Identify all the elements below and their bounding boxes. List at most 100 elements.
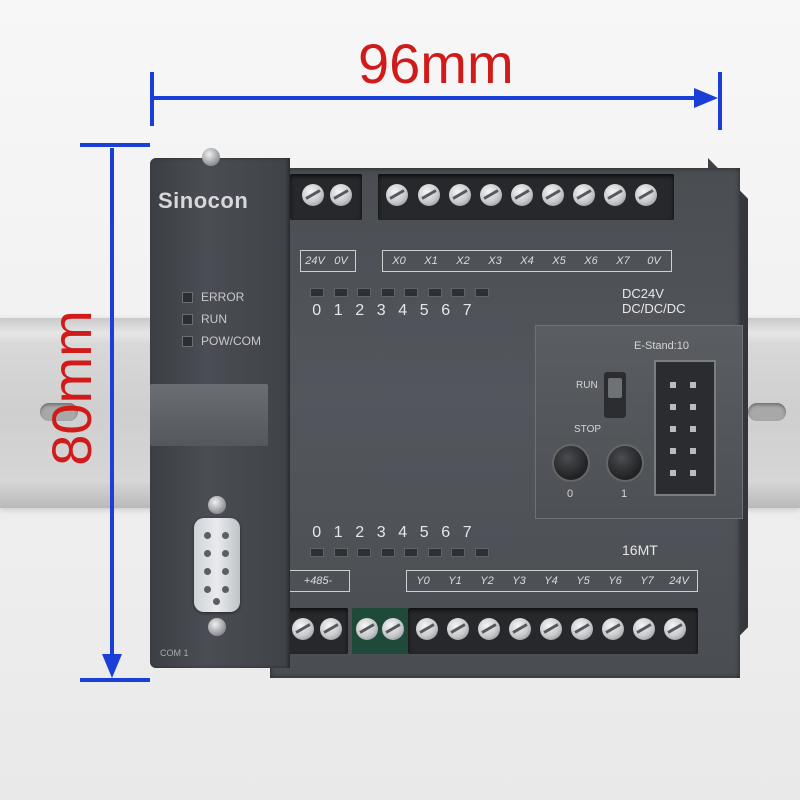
brand-logo: Sinocon xyxy=(158,188,249,213)
input-number: 4 xyxy=(398,302,408,319)
db9-pin xyxy=(222,568,229,575)
output-label-strip: Y0 Y1 Y2 Y3 Y4 Y5 Y6 Y7 24V xyxy=(406,570,698,592)
output-led xyxy=(474,548,489,557)
terminal-screw xyxy=(604,184,626,206)
run-stop-switch[interactable] xyxy=(604,372,626,418)
comm-terminal-block xyxy=(286,608,348,654)
terminal-screw xyxy=(292,618,314,640)
output-number: 3 xyxy=(376,524,386,541)
db9-shell xyxy=(194,518,240,612)
power-terminal-block xyxy=(290,174,362,220)
db9-port[interactable] xyxy=(190,496,246,638)
terminal-screw xyxy=(602,618,624,640)
output-number: 5 xyxy=(419,524,429,541)
connector-pin xyxy=(670,448,676,454)
width-label: 96mm xyxy=(358,32,514,95)
green-terminal-block xyxy=(352,608,408,654)
db9-pin xyxy=(222,550,229,557)
output-number: 0 xyxy=(312,524,322,541)
power-label: POW/COM xyxy=(201,334,261,348)
terminal-screw xyxy=(511,184,533,206)
label-y4: Y4 xyxy=(544,575,558,587)
input-led xyxy=(474,288,489,297)
input-number: 3 xyxy=(376,302,386,319)
output-led xyxy=(310,548,324,557)
output-led xyxy=(451,548,465,557)
spec-text: DC24V DC/DC/DC xyxy=(622,286,686,316)
terminal-screw xyxy=(386,184,408,206)
expansion-connector[interactable] xyxy=(654,360,716,496)
port-screw xyxy=(208,618,226,636)
run-label: RUN xyxy=(576,380,598,391)
label-x0: X0 xyxy=(392,255,406,267)
mounting-screw xyxy=(202,148,220,166)
connector-pin xyxy=(670,470,676,476)
left-module: Sinocon ERROR RUN POW/COM xyxy=(150,148,290,668)
db9-pin xyxy=(204,568,211,575)
terminal-screw xyxy=(635,184,657,206)
potentiometer-0[interactable] xyxy=(552,444,590,482)
connector-pin xyxy=(690,470,696,476)
stop-label: STOP xyxy=(574,424,602,435)
potentiometer-1[interactable] xyxy=(606,444,644,482)
label-x2: X2 xyxy=(456,255,470,267)
error-label: ERROR xyxy=(201,290,245,304)
label-x7: X7 xyxy=(616,255,630,267)
pot-label-0: 0 xyxy=(567,488,574,500)
input-number: 1 xyxy=(333,302,343,319)
label-y7: Y7 xyxy=(640,575,654,587)
height-arrowhead xyxy=(102,654,122,678)
terminal-screw xyxy=(633,618,655,640)
label-y6: Y6 xyxy=(608,575,622,587)
input-label-strip: X0 X1 X2 X3 X4 X5 X6 X7 0V xyxy=(382,250,672,272)
terminal-screw xyxy=(382,618,404,640)
terminal-screw xyxy=(480,184,502,206)
switch-knob xyxy=(608,378,622,398)
comm-label-strip: +485- xyxy=(286,570,350,592)
input-terminal-block xyxy=(378,174,674,220)
output-number: 2 xyxy=(355,524,365,541)
terminal-screw xyxy=(302,184,324,206)
input-number: 5 xyxy=(419,302,429,319)
db9-pin xyxy=(204,586,211,593)
terminal-screw xyxy=(356,618,378,640)
label-y5: Y5 xyxy=(576,575,590,587)
input-led xyxy=(427,288,442,297)
width-arrowhead xyxy=(694,88,718,108)
label-y3: Y3 xyxy=(512,575,526,587)
terminal-screw xyxy=(540,618,562,640)
spec-voltage: DC24V xyxy=(622,286,664,301)
connector-pin xyxy=(670,426,676,432)
db9-pin xyxy=(204,550,211,557)
status-led-row: ERROR xyxy=(182,286,261,308)
label-0v-in: 0V xyxy=(647,255,661,267)
terminal-screw xyxy=(573,184,595,206)
label-x5: X5 xyxy=(552,255,566,267)
label-24v: 24V xyxy=(305,255,325,267)
output-numbers: 0 1 2 3 4 5 6 7 xyxy=(306,524,478,542)
terminal-screw xyxy=(571,618,593,640)
status-leds: ERROR RUN POW/COM xyxy=(182,286,261,352)
connector-pin xyxy=(690,426,696,432)
run-led xyxy=(182,313,193,325)
status-led-row: RUN xyxy=(182,308,261,330)
db9-pin xyxy=(222,586,229,593)
model-number: 16MT xyxy=(622,542,658,558)
output-terminal-block xyxy=(408,608,698,654)
output-number: 6 xyxy=(441,524,451,541)
connector-pin xyxy=(670,404,676,410)
output-led xyxy=(427,548,442,557)
input-numbers: 0 1 2 3 4 5 6 7 xyxy=(306,302,478,320)
power-led xyxy=(182,335,193,347)
terminal-screw xyxy=(542,184,564,206)
output-led xyxy=(357,548,371,557)
label-x6: X6 xyxy=(584,255,598,267)
db9-pin xyxy=(222,532,229,539)
input-led xyxy=(404,288,418,297)
error-led xyxy=(182,291,193,303)
terminal-screw xyxy=(418,184,440,206)
output-led-strip xyxy=(310,548,498,557)
db9-pin xyxy=(204,532,211,539)
cover-flap xyxy=(150,384,268,446)
